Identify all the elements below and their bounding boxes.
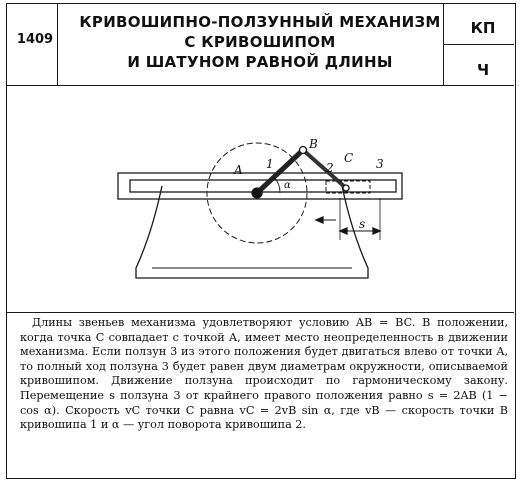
number-divider-rule: [57, 4, 58, 85]
dimension-arrow-left: [338, 227, 348, 235]
label-link-1: 1: [266, 157, 274, 171]
slideway: [117, 172, 403, 200]
code-divider-rule: [443, 44, 514, 45]
label-link-2: 2: [325, 161, 334, 175]
title-line: И ШАТУНОМ РАВНОЙ ДЛИНЫ: [127, 53, 393, 71]
sheet-number: 1409: [16, 32, 54, 47]
title-line: С КРИВОШИПОМ: [184, 33, 336, 51]
label-b: B: [308, 137, 318, 151]
crank-link: [255, 148, 305, 195]
pedestal: [135, 185, 369, 279]
description-paragraph: Длины звеньев механизма удовлетворяют ус…: [20, 316, 508, 432]
label-alpha: α: [284, 180, 291, 191]
page-title: КРИВОШИПНО-ПОЛЗУННЫЙ МЕХАНИЗМ С КРИВОШИП…: [70, 12, 450, 72]
classification-subcode: Ч: [476, 61, 490, 79]
slideway-slot: [129, 179, 397, 193]
slider: [325, 180, 371, 194]
figure-bottom-rule: [7, 312, 514, 313]
alpha-arc: [273, 176, 281, 194]
label-c: C: [344, 151, 353, 165]
sheet-frame: 1409 КРИВОШИПНО-ПОЛЗУННЫЙ МЕХАНИЗМ С КРИ…: [6, 3, 516, 479]
dimension-arrow-right: [372, 227, 382, 235]
label-link-3: 3: [376, 157, 384, 171]
connecting-rod: [301, 148, 348, 190]
description-text: Длины звеньев механизма удовлетворяют ус…: [20, 316, 508, 433]
motion-arrowhead: [314, 216, 324, 224]
joint-c: [342, 184, 350, 192]
joint-a: [251, 187, 263, 199]
mechanism-diagram: A B C 1 2 3 α s: [117, 137, 403, 279]
title-line: КРИВОШИПНО-ПОЛЗУННЫЙ МЕХАНИЗМ: [79, 13, 441, 31]
header-bottom-rule: [7, 85, 514, 86]
crank-path-circle: [206, 142, 308, 244]
label-a: A: [233, 163, 243, 177]
joint-b: [298, 145, 308, 155]
code-column-rule: [443, 4, 444, 85]
label-s: s: [359, 217, 365, 231]
classification-code: КП: [470, 19, 496, 37]
